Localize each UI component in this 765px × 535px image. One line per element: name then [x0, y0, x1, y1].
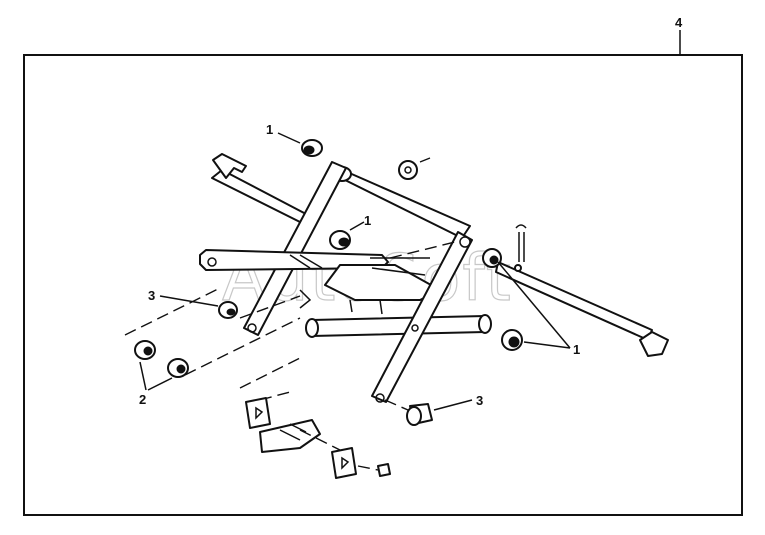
washer-left	[134, 340, 156, 360]
callout-bushing-right: 1	[573, 342, 580, 357]
cotter-pin	[515, 224, 527, 262]
latch-plate-left	[245, 397, 271, 429]
set-screw	[357, 463, 391, 477]
bushing-top: 1	[266, 122, 323, 157]
right-rod	[495, 261, 669, 357]
callout-spacer-left: 3	[148, 288, 155, 303]
callout-assembly: 4	[675, 15, 683, 30]
leader-right-1b	[523, 341, 571, 349]
lower-roller	[305, 314, 492, 338]
washer-right	[167, 358, 189, 378]
leader-right-1a	[497, 261, 571, 349]
left-rod	[211, 153, 307, 223]
left-scissor-arm	[243, 161, 347, 336]
spacer-bottom: 3	[406, 393, 483, 426]
washer-top-right	[398, 157, 431, 180]
bushing-right-lower	[501, 329, 523, 351]
callout-bushing-center: 1	[364, 213, 371, 228]
latch-spring-bracket	[259, 419, 341, 453]
callout-spacer-bottom: 3	[476, 393, 483, 408]
callout-bushing-top: 1	[266, 122, 273, 137]
leader-washer-a	[139, 361, 147, 391]
right-scissor-arm	[371, 231, 473, 403]
bushing-right-upper	[482, 248, 502, 268]
spacer-left: 3	[148, 288, 238, 319]
assembly-border	[23, 54, 743, 516]
assembly-dash-lines	[124, 241, 456, 411]
latch-plate-right	[331, 447, 357, 479]
bushing-center: 1	[329, 213, 371, 250]
center-bracket	[299, 257, 441, 315]
callout-washers: 2	[139, 392, 146, 407]
leader-washer-b	[147, 377, 173, 391]
